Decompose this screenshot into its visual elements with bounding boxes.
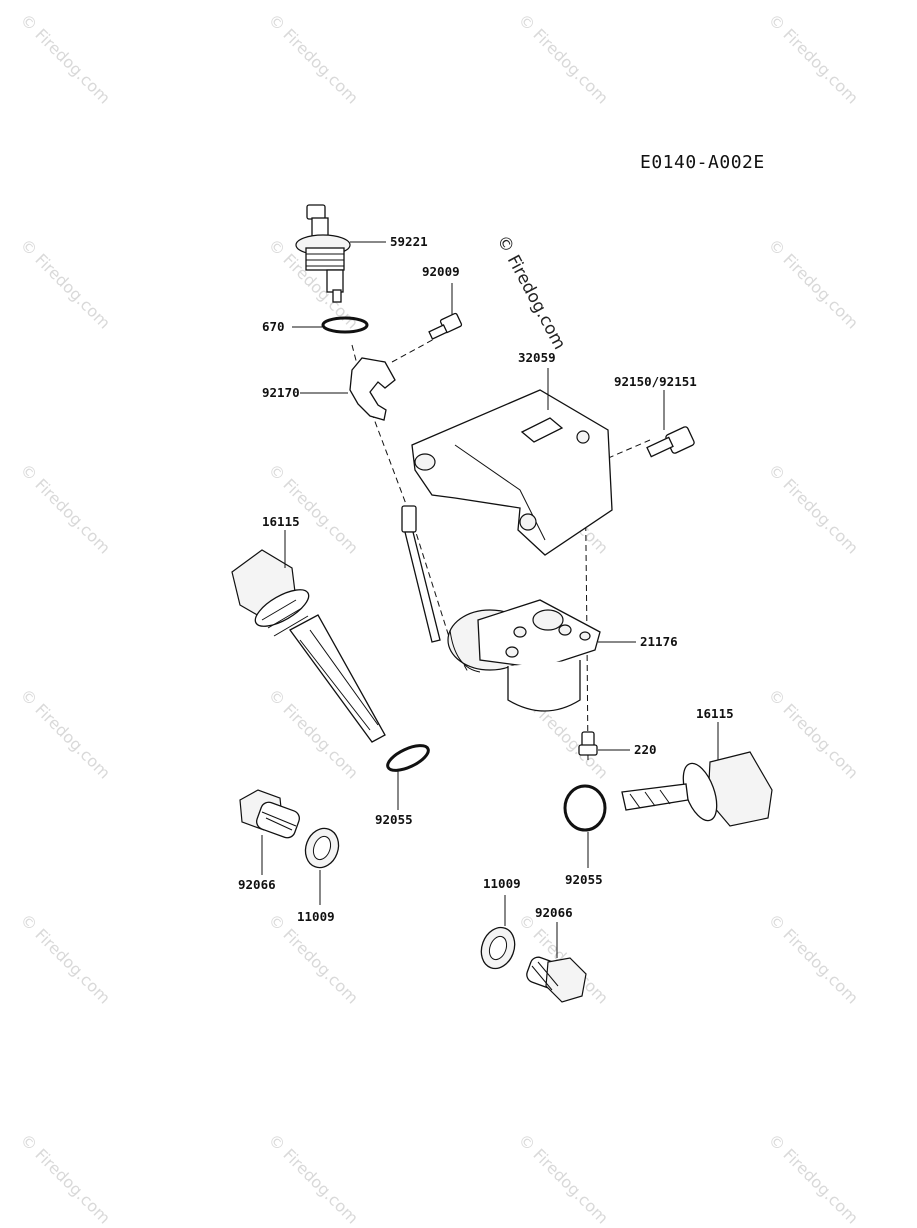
screw-92009[interactable] bbox=[428, 312, 463, 340]
label-92055-right: 92055 bbox=[565, 872, 603, 887]
drain-plug-92066-right[interactable] bbox=[525, 955, 587, 1003]
label-21176: 21176 bbox=[640, 634, 678, 649]
o-ring-92055-left[interactable] bbox=[384, 741, 431, 776]
bracket-32059[interactable] bbox=[411, 389, 613, 556]
label-32059: 32059 bbox=[518, 350, 556, 365]
label-16115-left: 16115 bbox=[262, 514, 300, 529]
diagram-drawing: 59221 670 92009 92170 32059 bbox=[231, 204, 773, 1003]
label-92170: 92170 bbox=[262, 385, 300, 400]
oil-pressure-switch-59221[interactable] bbox=[295, 204, 351, 303]
diagram-code: E0140-A002E bbox=[640, 152, 765, 173]
label-92009: 92009 bbox=[422, 264, 460, 279]
dipstick-tube[interactable] bbox=[401, 505, 441, 643]
drain-plug-92066-left[interactable] bbox=[239, 789, 302, 840]
dipstick-16115-left[interactable] bbox=[231, 549, 386, 743]
label-92066-right: 92066 bbox=[535, 905, 573, 920]
label-670: 670 bbox=[262, 319, 285, 334]
o-ring-670[interactable] bbox=[321, 316, 369, 334]
assembly-line bbox=[391, 337, 437, 363]
label-220: 220 bbox=[634, 742, 657, 757]
label-59221: 59221 bbox=[390, 234, 428, 249]
washer-11009-right[interactable] bbox=[476, 923, 520, 973]
clamp-92170[interactable] bbox=[349, 357, 396, 421]
o-ring-92055-right[interactable] bbox=[563, 784, 607, 832]
label-92055-left: 92055 bbox=[375, 812, 413, 827]
label-92150-92151: 92150/92151 bbox=[614, 374, 697, 389]
oil-filter-housing-21176[interactable] bbox=[447, 599, 601, 712]
label-16115-right: 16115 bbox=[696, 706, 734, 721]
washer-11009-left[interactable] bbox=[300, 824, 344, 873]
dipstick-16115-right[interactable] bbox=[621, 751, 773, 827]
parts-diagram: © Firedog.com © Firedog.com © Firedog.co… bbox=[17, 10, 863, 1228]
label-11009-left: 11009 bbox=[297, 909, 335, 924]
label-92066-left: 92066 bbox=[238, 877, 276, 892]
bolt-92150-92151[interactable] bbox=[646, 426, 695, 458]
plug-220[interactable] bbox=[578, 731, 598, 756]
label-11009-right: 11009 bbox=[483, 876, 521, 891]
